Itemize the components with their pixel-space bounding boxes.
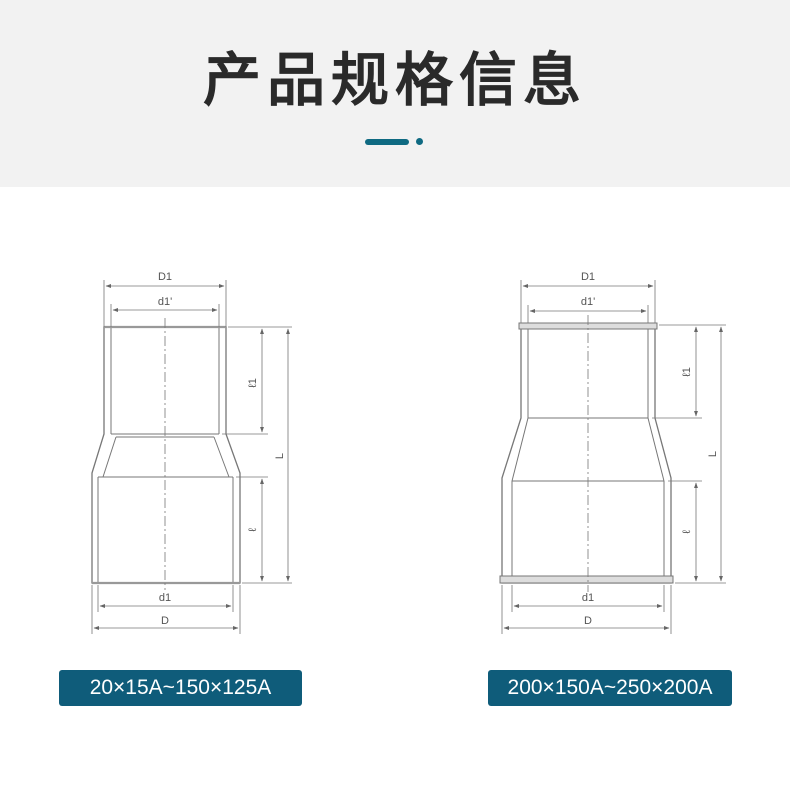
right-reducer-drawing	[499, 280, 726, 634]
size-label-left: 20×15A~150×125A	[59, 670, 302, 706]
left-dim-D: D	[161, 615, 169, 627]
left-dim-d1: d1	[159, 592, 171, 604]
right-dim-l1: ℓ1	[681, 367, 693, 377]
left-dim-D1: D1	[158, 271, 172, 283]
left-dim-L: L	[274, 453, 286, 459]
right-dim-l: ℓ	[681, 530, 693, 534]
right-dim-d1: d1	[582, 592, 594, 604]
title-underline-bar	[365, 139, 409, 145]
right-dim-L: L	[707, 451, 719, 457]
left-reducer-drawing	[91, 280, 292, 634]
right-dim-D1: D1	[581, 271, 595, 283]
header-band: 产品规格信息	[0, 0, 790, 187]
right-dim-d1-prime: d1'	[581, 296, 595, 308]
title-underline-dot	[416, 138, 423, 145]
size-label-right: 200×150A~250×200A	[488, 670, 732, 706]
right-dim-D: D	[584, 615, 592, 627]
page-title: 产品规格信息	[202, 46, 587, 114]
left-dim-l1: ℓ1	[247, 378, 259, 388]
left-dim-d1-prime: d1'	[158, 296, 172, 308]
left-dim-l: ℓ	[247, 528, 259, 532]
right-outer-outline	[501, 324, 672, 584]
left-outer-outline	[91, 326, 241, 584]
